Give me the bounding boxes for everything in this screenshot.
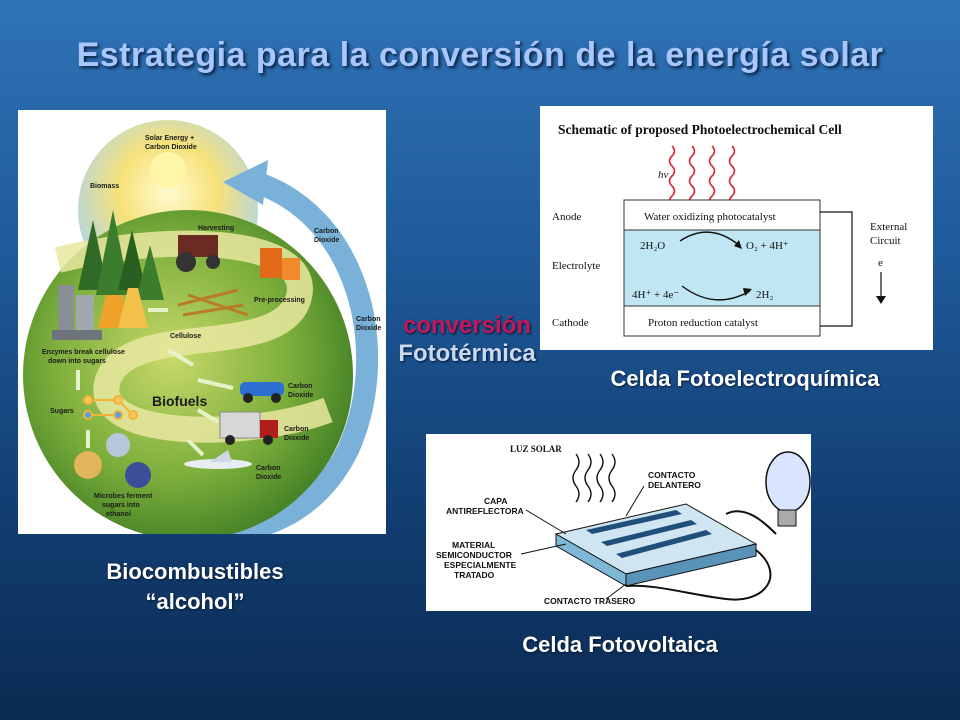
external-circuit-wire <box>820 211 853 327</box>
circuit-label: Circuit <box>870 235 901 247</box>
label-carbon-3: Carbon <box>288 383 313 390</box>
label-solar-1: Solar Energy + <box>145 135 194 142</box>
reaction1-right: O₂ + 4H⁺ <box>746 240 789 252</box>
cellulose-fibers-icon <box>177 288 249 317</box>
label-biofuels: Biofuels <box>152 393 207 409</box>
electrolyte-label: Electrolyte <box>552 260 600 272</box>
reaction1-arrowhead <box>734 240 742 249</box>
pec-schematic-title: Schematic of proposed Photoelectrochemic… <box>558 122 842 137</box>
label-harvesting: Harvesting <box>198 225 234 232</box>
front-contact-grid <box>586 510 712 558</box>
airplane-icon <box>184 450 252 469</box>
top-layer-label: Water oxidizing photocatalyst <box>644 211 776 223</box>
electron-flow-arrowhead <box>876 296 886 304</box>
label-carbon-4: Carbon <box>284 426 309 433</box>
photothermal-line2: Fototérmica <box>398 340 536 367</box>
reaction2-left: 4H⁺ + 4e⁻ <box>632 289 679 301</box>
cathode-label: Cathode <box>552 317 589 329</box>
label-enzymes-1: Enzymes break cellulose <box>42 349 125 356</box>
forest-icon <box>78 210 164 300</box>
process-path <box>54 230 333 443</box>
bulb-wire <box>725 510 777 535</box>
capa-label-1: CAPA <box>484 496 507 506</box>
biofuels-caption-line2: “alcohol” <box>145 589 245 614</box>
label-dioxide-5: Dioxide <box>256 474 281 481</box>
contacto-delantero-1: CONTACTO <box>648 470 696 480</box>
truck-icon <box>219 411 278 445</box>
reaction2-right: 2H₂ <box>756 289 773 301</box>
hv-label: hv <box>658 169 669 181</box>
label-sugars: Sugars <box>50 408 74 415</box>
material-label-4: TRATADO <box>454 570 495 580</box>
label-microbes-3: ethanol <box>106 511 131 518</box>
material-label-2: SEMICONDUCTOR <box>436 550 512 560</box>
label-biomass: Biomass <box>90 183 119 190</box>
material-label-1: MATERIAL <box>452 540 495 550</box>
sunlight-rays-icon <box>572 453 616 503</box>
pv-leader-lines <box>520 485 645 600</box>
tractor-icon <box>176 235 220 272</box>
cycle-arrow <box>217 169 379 534</box>
circuit-wire <box>625 549 772 601</box>
pv-diagram: LUZ SOLAR CONTACTO DELANTERO CAPA ANTIRE… <box>426 434 811 611</box>
biofuels-cycle-illustration: Solar Energy + Carbon Dioxide Biomass Ha… <box>18 110 386 534</box>
contacto-trasero-label: CONTACTO TRASERO <box>544 596 636 606</box>
biofuels-caption: Biocombustibles “alcohol” <box>60 557 330 617</box>
label-enzymes-2: down into sugars <box>48 358 106 365</box>
biofuels-caption-line1: Biocombustibles <box>106 559 284 584</box>
lab-flasks-icon <box>98 288 148 328</box>
electrolyte-layer <box>623 229 821 307</box>
reaction1-left: 2H₂O <box>640 240 665 252</box>
process-arrows <box>76 308 234 457</box>
external-label: External <box>870 221 907 233</box>
cathode-layer <box>623 305 821 337</box>
label-carbon-5: Carbon <box>256 465 281 472</box>
sun-icon <box>150 152 186 188</box>
label-carbon-2: Carbon <box>356 316 381 323</box>
pv-diagram-drawing: LUZ SOLAR CONTACTO DELANTERO CAPA ANTIRE… <box>426 434 811 611</box>
cycle-arrowhead <box>223 160 268 205</box>
material-label-3: ESPECIALMENTE <box>444 560 517 570</box>
preprocessing-bins-icon <box>260 248 300 280</box>
light-bulb-icon <box>765 451 811 527</box>
pec-schematic: Schematic of proposed Photoelectrochemic… <box>540 106 933 350</box>
photothermal-label: conversión Fototérmica <box>392 312 542 368</box>
microbes-icon <box>74 433 151 488</box>
electron-label: e <box>878 257 883 269</box>
slide-title: Estrategia para la conversión de la ener… <box>76 36 884 74</box>
label-solar-2: Carbon Dioxide <box>145 144 197 151</box>
label-dioxide-4: Dioxide <box>284 435 309 442</box>
pec-schematic-drawing: Schematic of proposed Photoelectrochemic… <box>540 106 933 350</box>
anode-layer <box>623 199 821 231</box>
contacto-delantero-2: DELANTERO <box>648 480 701 490</box>
label-preprocessing: Pre-processing <box>254 297 305 304</box>
label-microbes-2: sugars into <box>102 502 140 509</box>
sugar-molecule-icon <box>83 395 138 420</box>
label-dioxide-1: Dioxide <box>314 237 339 244</box>
label-cellulose: Cellulose <box>170 333 201 340</box>
reaction2-arrow <box>681 285 751 301</box>
anode-label: Anode <box>552 211 581 223</box>
pv-caption: Celda Fotovoltaica <box>522 632 718 657</box>
bottom-layer-label: Proton reduction catalyst <box>648 317 758 329</box>
car-icon <box>240 382 284 403</box>
reaction1-arrow <box>679 231 741 247</box>
pv-cell-side <box>625 543 757 587</box>
label-dioxide-3: Dioxide <box>288 392 313 399</box>
label-microbes-1: Microbes ferment <box>94 493 153 500</box>
photothermal-line1: conversión <box>402 312 532 339</box>
label-dioxide-2: Dioxide <box>356 325 381 332</box>
biofuels-cycle-diagram: Solar Energy + Carbon Dioxide Biomass Ha… <box>18 110 386 534</box>
luz-solar-label: LUZ SOLAR <box>510 444 562 454</box>
capa-label-2: ANTIREFLECTORA <box>446 506 524 516</box>
label-carbon-1: Carbon <box>314 228 339 235</box>
pec-caption: Celda Fotoelectroquímica <box>610 366 880 391</box>
biorefinery-icon <box>52 285 102 340</box>
reaction2-arrowhead <box>743 288 752 296</box>
